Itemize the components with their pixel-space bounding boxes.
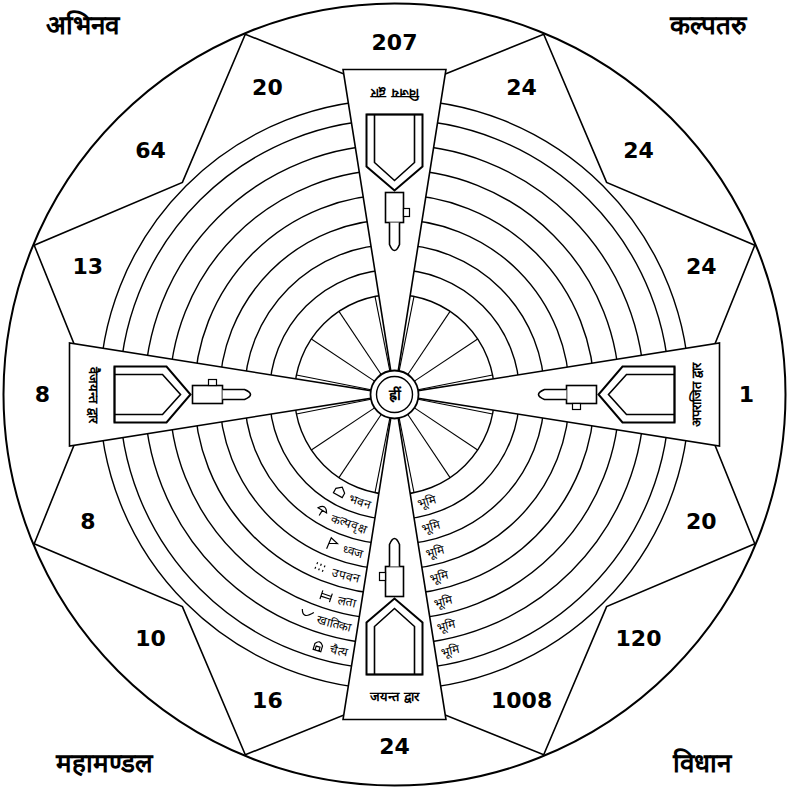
spoke-line: [339, 414, 381, 477]
ring-icon: [301, 608, 314, 618]
gate-spire: [539, 390, 567, 400]
gate-label: वैजयन्त द्वार: [85, 367, 101, 423]
callout-number: 24: [506, 75, 537, 101]
centre-circle-inner: [377, 377, 413, 413]
ring-icon: [333, 485, 346, 498]
corner-title: अभिनव: [46, 10, 119, 41]
callout-number: 20: [686, 508, 717, 534]
ring-name: उपवन: [330, 565, 361, 586]
corner-title: महामण्डल: [56, 748, 153, 779]
gate-building-inner: [609, 375, 675, 415]
gate-building-inner: [115, 375, 181, 415]
gate-base: [367, 674, 423, 676]
ring-icon: [320, 590, 332, 602]
callout-number: 8: [35, 381, 50, 407]
gate-spire: [223, 390, 251, 400]
ring-icon: [315, 504, 329, 518]
gate-wedge: [70, 343, 373, 446]
ring-name: भूमि: [416, 493, 437, 512]
callout-number: 207: [372, 29, 418, 55]
callout-number: 10: [135, 625, 166, 651]
ring-name: भूमि: [424, 543, 445, 561]
gate-label: जयन्त द्वार: [370, 689, 419, 705]
gate-base: [367, 114, 423, 116]
centre-syllable: ह्रीं: [389, 386, 401, 404]
callout-number: 16: [252, 688, 283, 714]
ring-icon: [327, 538, 339, 552]
ring-name: ध्वज: [341, 542, 365, 561]
ring-name: भूमि: [432, 592, 453, 610]
spoke-line: [311, 408, 374, 450]
callout-number: 64: [135, 137, 166, 163]
gate-post-side: [573, 404, 581, 410]
spoke-line: [408, 414, 450, 477]
corner-title: विधान: [673, 748, 731, 779]
gate-spire: [390, 539, 400, 567]
ring-name: भूमि: [436, 617, 457, 635]
centre-circle: [371, 371, 419, 419]
gate-base: [674, 367, 676, 423]
spoke-line: [311, 339, 374, 381]
gate-building: [599, 367, 675, 423]
callout-number: 120: [616, 625, 662, 651]
gate-group: [343, 417, 446, 720]
ring-name: खातिका: [316, 613, 354, 636]
gate-label: अपराजित द्वार: [689, 362, 705, 427]
callout-number: 8: [80, 508, 95, 534]
gate-post: [567, 386, 597, 404]
gate-group: [343, 70, 446, 373]
gate-spire: [390, 223, 400, 251]
callout-number: 24: [686, 254, 717, 280]
ring-circle: [120, 120, 670, 670]
gate-building: [367, 599, 423, 675]
gate-label: विजय द्वार: [371, 85, 419, 101]
gate-wedge: [417, 343, 720, 446]
ring-name: भूमि: [420, 518, 441, 537]
gate-building: [367, 115, 423, 191]
ring-name: भूमि: [440, 642, 461, 660]
gate-post: [386, 193, 404, 223]
ring-icon: [313, 641, 323, 652]
ring-name: लता: [336, 592, 357, 610]
gate-building: [115, 367, 191, 423]
gate-wedge: [343, 417, 446, 720]
ring-circle: [145, 145, 645, 645]
callout-number: 13: [72, 254, 103, 280]
gate-post: [386, 567, 404, 597]
gate-group: [70, 343, 373, 446]
corner-title: कल्पतरु: [670, 10, 747, 41]
ring-name: चैत्य: [328, 642, 349, 660]
outer-circle: [4, 4, 786, 786]
gate-post-side: [209, 380, 217, 386]
gate-post-side: [404, 209, 410, 217]
callout-number: 24: [379, 733, 410, 759]
ring-name: कल्पवृक्ष: [329, 511, 369, 537]
callout-number: 1: [739, 381, 754, 407]
callout-number: 1008: [491, 688, 552, 714]
spoke-line: [414, 408, 477, 450]
spoke-line: [414, 339, 477, 381]
star-outline: [34, 34, 755, 755]
ring-circle: [170, 170, 620, 620]
callout-number: 20: [252, 75, 283, 101]
gate-base: [114, 367, 116, 423]
ring-name: भवन: [348, 491, 373, 511]
spoke-line: [408, 311, 450, 374]
gate-post: [193, 386, 223, 404]
ring-circle: [100, 100, 690, 690]
spoke-line: [339, 311, 381, 374]
ring-name: भूमि: [428, 568, 449, 586]
gate-building-inner: [375, 115, 415, 181]
gate-group: [417, 343, 720, 446]
gate-wedge: [343, 70, 446, 373]
callout-number: 24: [623, 137, 654, 163]
gate-post-side: [380, 573, 386, 581]
ring-icon: [315, 562, 325, 572]
gate-building-inner: [375, 609, 415, 675]
